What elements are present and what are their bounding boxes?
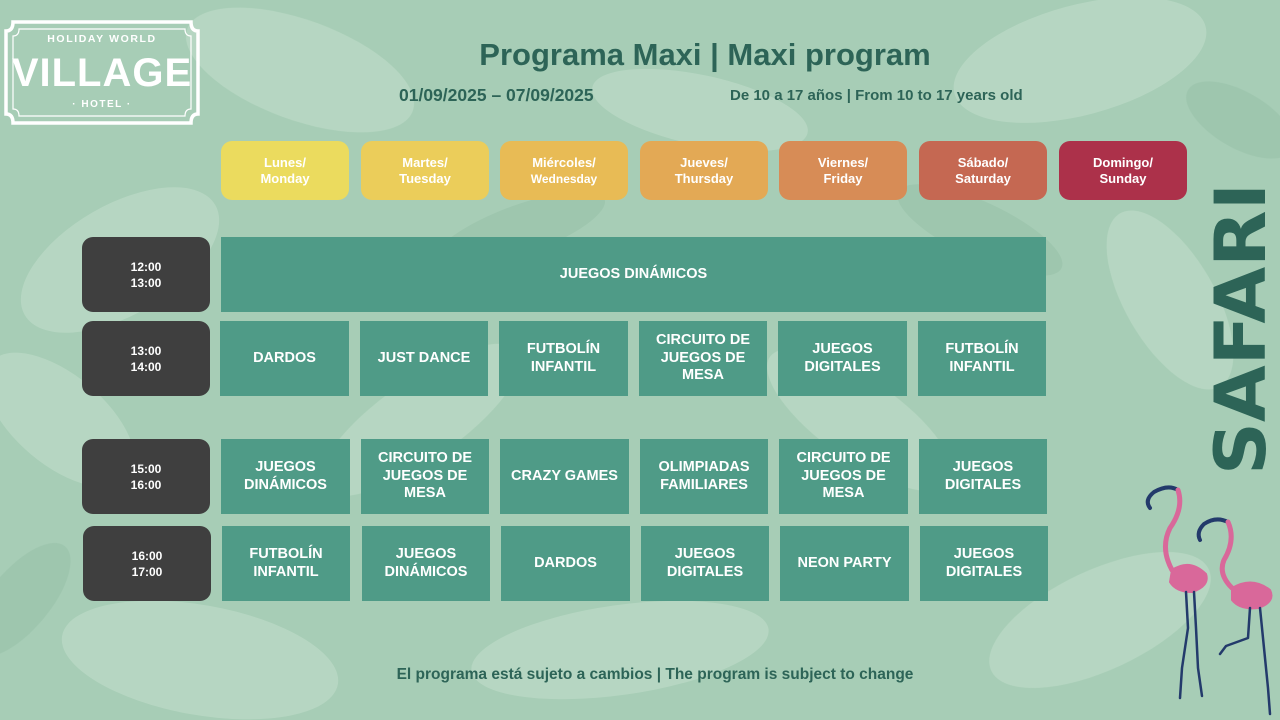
activity-cell: CIRCUITO DE JUEGOS DE MESA — [779, 439, 908, 514]
logo-brand-text: HOLIDAY WORLD — [47, 33, 157, 45]
day-label-es: Jueves/ — [680, 154, 728, 170]
activity-cell: JUST DANCE — [360, 321, 488, 396]
hotel-logo: HOLIDAY WORLD VILLAGE · HOTEL · — [3, 19, 201, 126]
activity-cell: DARDOS — [501, 526, 630, 601]
day-header-sunday: Domingo/Sunday — [1059, 141, 1187, 200]
safari-text: SAFARI — [1203, 183, 1273, 475]
day-label-es: Domingo/ — [1093, 154, 1153, 170]
logo-name-text: VILLAGE — [11, 51, 193, 95]
time-end: 13:00 — [130, 275, 162, 290]
logo-sub-text: · HOTEL · — [72, 99, 132, 110]
day-label-es: Martes/ — [402, 154, 448, 170]
day-header-friday: Viernes/Friday — [779, 141, 907, 200]
age-range: De 10 a 17 años | From 10 to 17 years ol… — [730, 87, 1023, 104]
activity-cell: CIRCUITO DE JUEGOS DE MESA — [639, 321, 767, 396]
day-header-monday: Lunes/Monday — [221, 141, 349, 200]
time-end: 16:00 — [130, 477, 162, 492]
day-label-en: Friday — [823, 170, 863, 186]
activity-cell: FUTBOLÍN INFANTIL — [222, 526, 350, 601]
day-label-es: Viernes/ — [817, 154, 869, 170]
day-label-es: Lunes/ — [264, 154, 306, 170]
activity-cell: JUEGOS DIGITALES — [641, 526, 769, 601]
activity-cell: JUEGOS DIGITALES — [919, 439, 1047, 514]
safari-side-title: SAFARI — [1203, 183, 1273, 475]
activity-cell: CRAZY GAMES — [500, 439, 629, 514]
activity-cell: DARDOS — [220, 321, 349, 396]
page-title: Programa Maxi | Maxi program — [479, 37, 931, 72]
day-header-thursday: Jueves/Thursday — [640, 141, 768, 200]
day-label-en: Thursday — [674, 170, 734, 186]
time-start: 13:00 — [130, 343, 162, 358]
activity-cell: OLIMPIADAS FAMILIARES — [640, 439, 768, 514]
activity-cell: JUEGOS DINÁMICOS — [362, 526, 490, 601]
activity-cell: FUTBOLÍN INFANTIL — [499, 321, 628, 396]
day-label-en: Sunday — [1099, 170, 1147, 186]
day-label-en: Wednesday — [530, 171, 598, 186]
date-range: 01/09/2025 – 07/09/2025 — [399, 85, 594, 105]
time-start: 15:00 — [130, 461, 162, 476]
time-end: 14:00 — [130, 359, 162, 374]
activity-cell: JUEGOS DIGITALES — [920, 526, 1048, 601]
day-label-es: Miércoles/ — [532, 154, 596, 170]
flamingos-illustration — [1145, 485, 1273, 716]
day-label-en: Monday — [260, 170, 310, 186]
activity-cell: FUTBOLÍN INFANTIL — [918, 321, 1046, 396]
disclaimer-footer: El programa está sujeto a cambios | The … — [396, 666, 914, 683]
day-label-es: Sábado/ — [957, 154, 1009, 170]
day-label-en: Saturday — [955, 170, 1011, 186]
activity-cell: JUEGOS DINÁMICOS — [221, 237, 1046, 312]
activity-cell: CIRCUITO DE JUEGOS DE MESA — [361, 439, 489, 514]
time-start: 16:00 — [131, 548, 163, 563]
day-header-tuesday: Martes/Tuesday — [361, 141, 489, 200]
day-label-en: Tuesday — [399, 170, 451, 186]
logo-frame — [4, 20, 200, 125]
day-header-wednesday: Miércoles/Wednesday — [500, 141, 628, 200]
time-start: 12:00 — [130, 259, 162, 274]
time-end: 17:00 — [131, 564, 163, 579]
day-header-saturday: Sábado/Saturday — [919, 141, 1047, 200]
activity-cell: JUEGOS DINÁMICOS — [221, 439, 350, 514]
activity-cell: NEON PARTY — [780, 526, 909, 601]
activity-cell: JUEGOS DIGITALES — [778, 321, 907, 396]
